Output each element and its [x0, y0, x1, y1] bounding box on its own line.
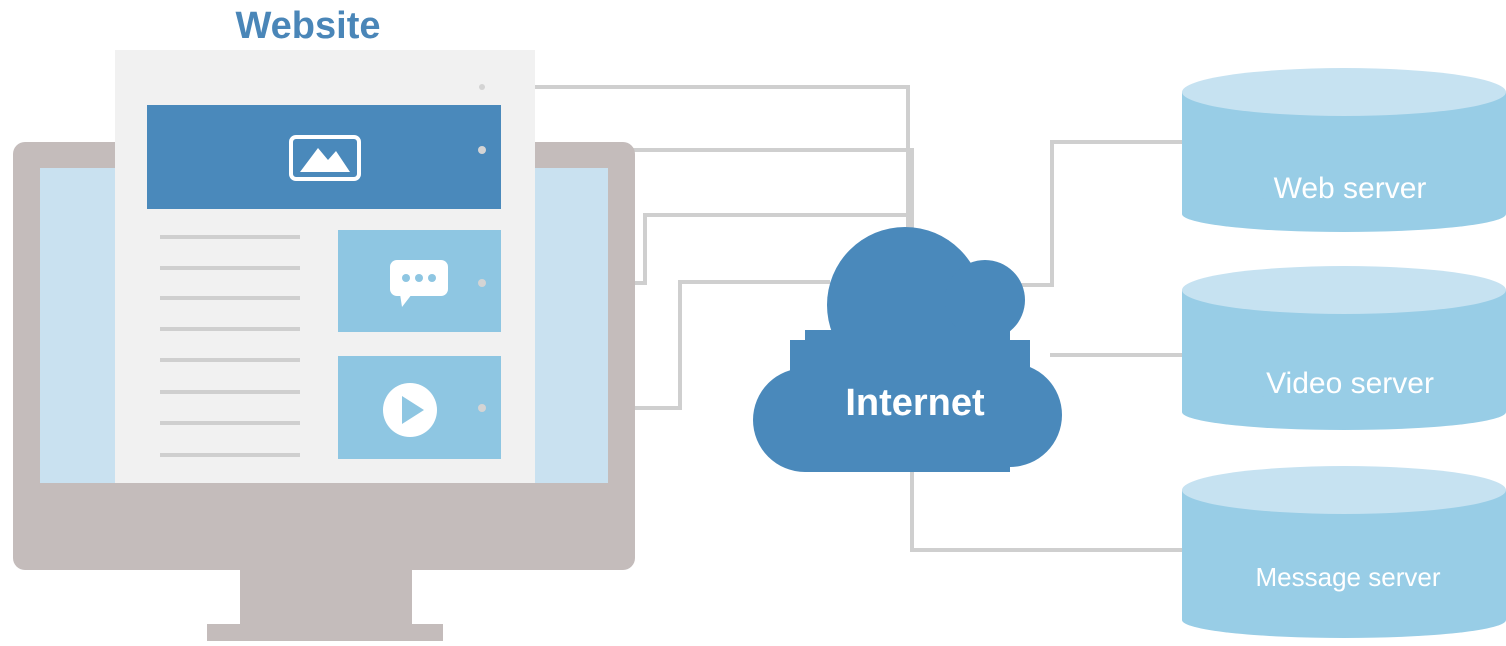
- server-message: [1182, 466, 1506, 638]
- connector-cloud-to-message-server: [910, 470, 1182, 552]
- server-video: [1182, 266, 1506, 430]
- website-title: Website: [235, 5, 380, 47]
- internet-cloud: [753, 227, 1062, 472]
- website-page: [115, 50, 535, 483]
- server-web: [1182, 68, 1506, 232]
- video-server-label: Video server: [1266, 367, 1434, 400]
- text-lines: [160, 235, 300, 457]
- connector-cloud-to-web-server: [1018, 140, 1182, 287]
- message-server-label: Message server: [1256, 562, 1441, 592]
- image-icon: [289, 135, 361, 181]
- chat-icon: [390, 260, 448, 307]
- internet-label: Internet: [845, 382, 985, 424]
- monitor-base: [207, 624, 443, 641]
- connector-page-to-cloud: [482, 85, 910, 235]
- web-server-label: Web server: [1274, 172, 1427, 205]
- connector-dots: [478, 84, 486, 412]
- play-icon: [383, 383, 437, 437]
